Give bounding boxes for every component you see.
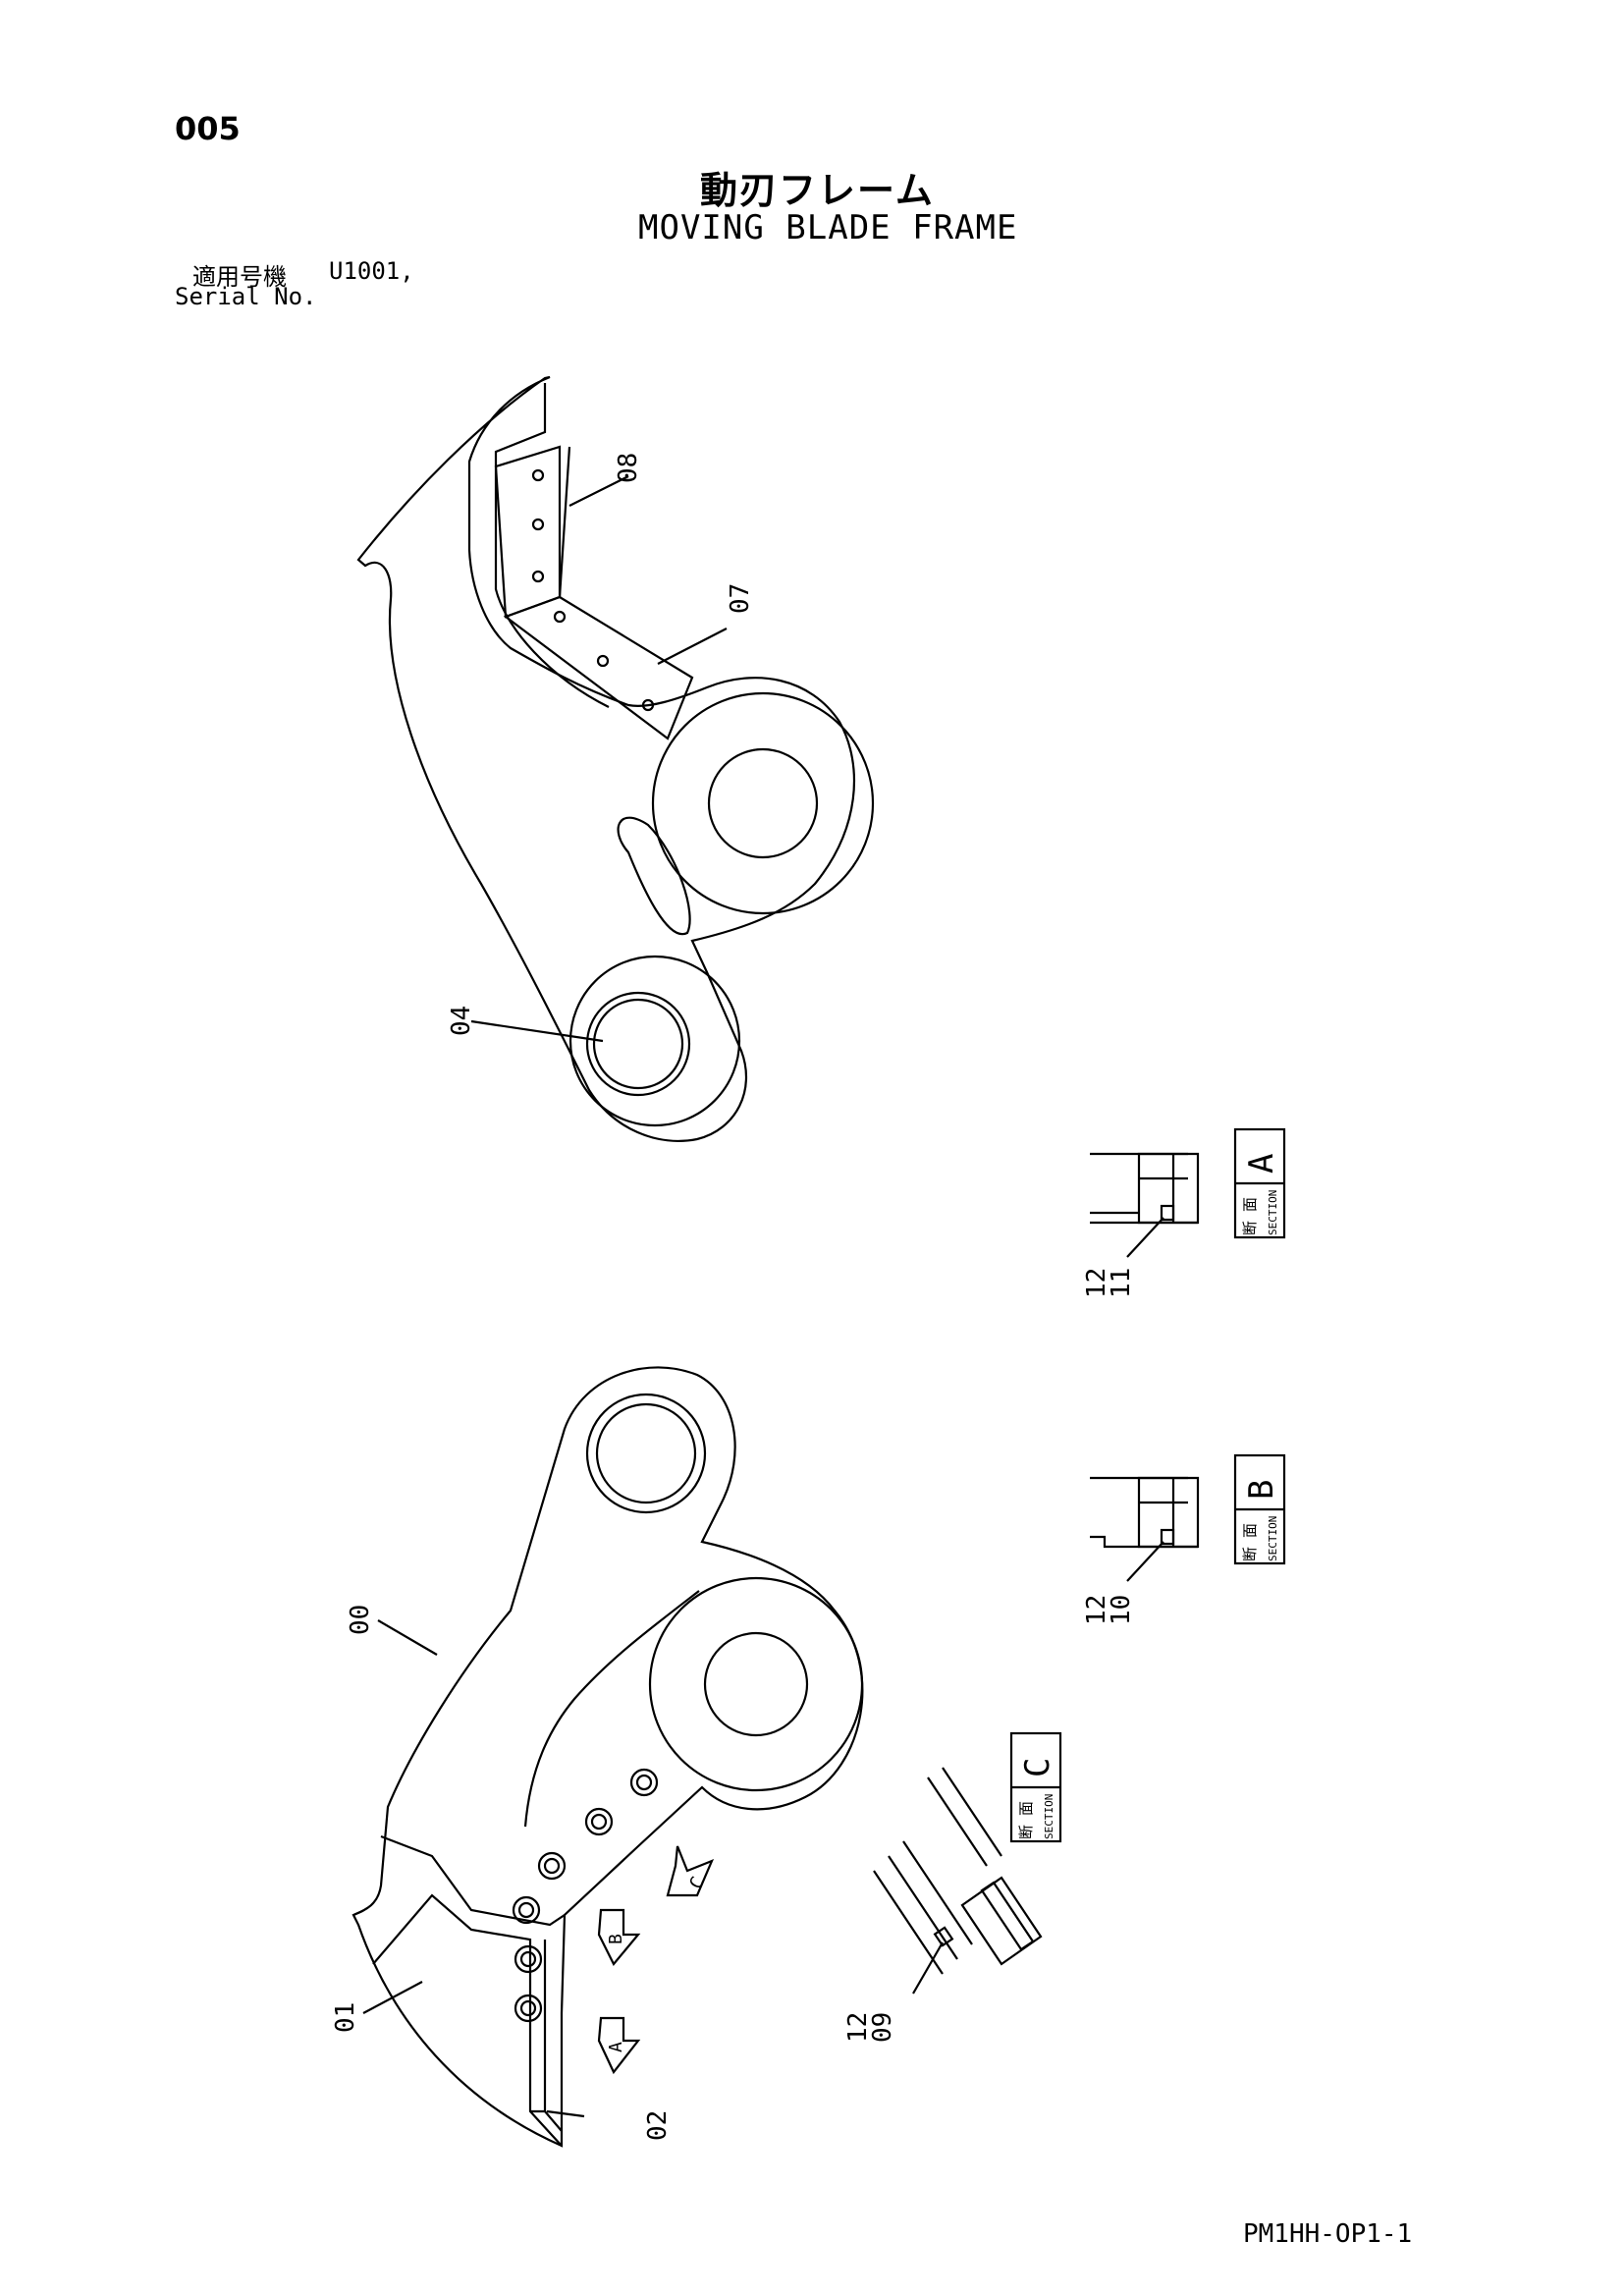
bolt	[514, 1994, 543, 2023]
section-a-jp: 断 面	[1241, 1197, 1259, 1235]
leader-11	[1126, 1217, 1164, 1258]
upper-large-bore	[707, 747, 819, 859]
leader-00	[377, 1619, 438, 1656]
section-a-block	[1137, 1152, 1200, 1225]
section-c-en: SECTION	[1043, 1794, 1055, 1839]
callout-08: 08	[614, 453, 643, 483]
callout-07: 07	[726, 583, 755, 614]
bolt	[512, 1895, 541, 1925]
upper-plate-edge	[558, 446, 571, 598]
bolt-inner	[519, 1999, 537, 2017]
section-c-letter: C	[1018, 1758, 1057, 1777]
section-arrow-c	[666, 1845, 715, 1897]
leader-04	[470, 1019, 604, 1043]
upper-bushing-04-inner	[592, 998, 684, 1090]
bolt-hole	[553, 610, 567, 624]
upper-frame-view	[356, 375, 875, 1142]
serial-label-japanese: 適用号機	[192, 263, 287, 291]
lower-large-bore	[703, 1631, 809, 1737]
upper-plate-08	[494, 445, 562, 619]
lower-inner-step	[523, 1590, 700, 1828]
bolt-inner	[590, 1813, 608, 1831]
bolt-inner	[519, 1950, 537, 1968]
section-b-bolt	[1160, 1528, 1175, 1546]
upper-slot	[617, 816, 691, 936]
lower-upper-bore	[595, 1402, 697, 1504]
section-b-jp: 断 面	[1241, 1523, 1259, 1561]
bolt-inner	[543, 1857, 561, 1875]
section-a-letter: A	[1242, 1154, 1281, 1174]
marker-b: B	[606, 1934, 626, 1944]
marker-a: A	[606, 2042, 626, 2052]
callout-11: 11	[1107, 1268, 1136, 1298]
lower-large-boss	[648, 1576, 864, 1792]
section-c-line	[927, 1777, 988, 1867]
section-c-line	[902, 1840, 973, 1945]
section-b-en: SECTION	[1267, 1516, 1279, 1561]
leader-09	[912, 1941, 944, 1995]
section-a-bolt	[1160, 1204, 1175, 1222]
serial-value: U1001,	[329, 257, 414, 285]
title-japanese: 動刃フレーム	[700, 169, 935, 212]
section-c-block-inner	[980, 1881, 1035, 1951]
page-number: 005	[175, 110, 241, 147]
section-c-line	[942, 1767, 1002, 1857]
section-c-line	[873, 1870, 944, 1975]
title-english: MOVING BLADE FRAME	[638, 208, 1018, 247]
leader-02	[546, 2109, 585, 2118]
document-code: PM1HH-OP1-1	[1243, 2219, 1413, 2249]
bolt	[629, 1768, 659, 1797]
leader-08	[568, 475, 629, 507]
callout-02: 02	[643, 2110, 673, 2141]
section-c-bolt	[933, 1926, 954, 1947]
lower-frame-view	[352, 1366, 864, 2148]
lower-bolts	[512, 1768, 659, 2023]
upper-large-boss	[651, 691, 875, 915]
section-a-detail	[1090, 1127, 1286, 1258]
serial-label-english: Serial No.	[175, 283, 317, 310]
upper-plate-07	[503, 595, 694, 740]
section-b-step	[1090, 1535, 1198, 1549]
callout-12-a: 12	[1082, 1268, 1111, 1298]
section-c-jp: 断 面	[1017, 1801, 1035, 1839]
bolt-inner	[635, 1774, 653, 1791]
bolt-inner	[517, 1901, 535, 1919]
leader-01	[362, 1981, 423, 2014]
upper-frame-outline	[356, 375, 855, 1142]
section-c-line	[888, 1855, 958, 1960]
callout-00: 00	[346, 1605, 375, 1635]
lower-blade-01	[372, 1893, 563, 2147]
section-b-letter: B	[1242, 1480, 1281, 1500]
leader-10	[1126, 1541, 1164, 1582]
callout-12-c: 12	[843, 2012, 873, 2043]
bolt	[537, 1851, 567, 1881]
callout-01: 01	[331, 2002, 360, 2033]
callout-12-b: 12	[1082, 1595, 1111, 1625]
bolt-hole	[596, 654, 610, 668]
section-arrow-b	[597, 1908, 641, 1966]
bolt-hole	[531, 468, 545, 482]
upper-recess	[494, 383, 610, 708]
bolt-hole	[531, 518, 545, 531]
section-c-detail	[873, 1731, 1062, 1995]
callout-04: 04	[447, 1006, 476, 1036]
section-b-detail	[1090, 1453, 1286, 1582]
lower-upper-boss	[585, 1393, 707, 1514]
bolt-hole	[531, 570, 545, 583]
callout-09: 09	[868, 2012, 897, 2043]
upper-bushing-04	[585, 991, 691, 1097]
lower-edge-line	[380, 1834, 566, 1927]
leader-07	[657, 628, 728, 665]
bolt-hole	[641, 698, 655, 712]
section-b-block	[1137, 1476, 1200, 1549]
callout-10: 10	[1107, 1595, 1136, 1625]
section-a-en: SECTION	[1267, 1190, 1279, 1235]
bolt	[514, 1944, 543, 1974]
upper-small-boss	[568, 955, 741, 1127]
lower-frame-outline	[352, 1366, 864, 2148]
bolt	[584, 1807, 614, 1836]
section-arrow-a	[597, 2016, 641, 2075]
